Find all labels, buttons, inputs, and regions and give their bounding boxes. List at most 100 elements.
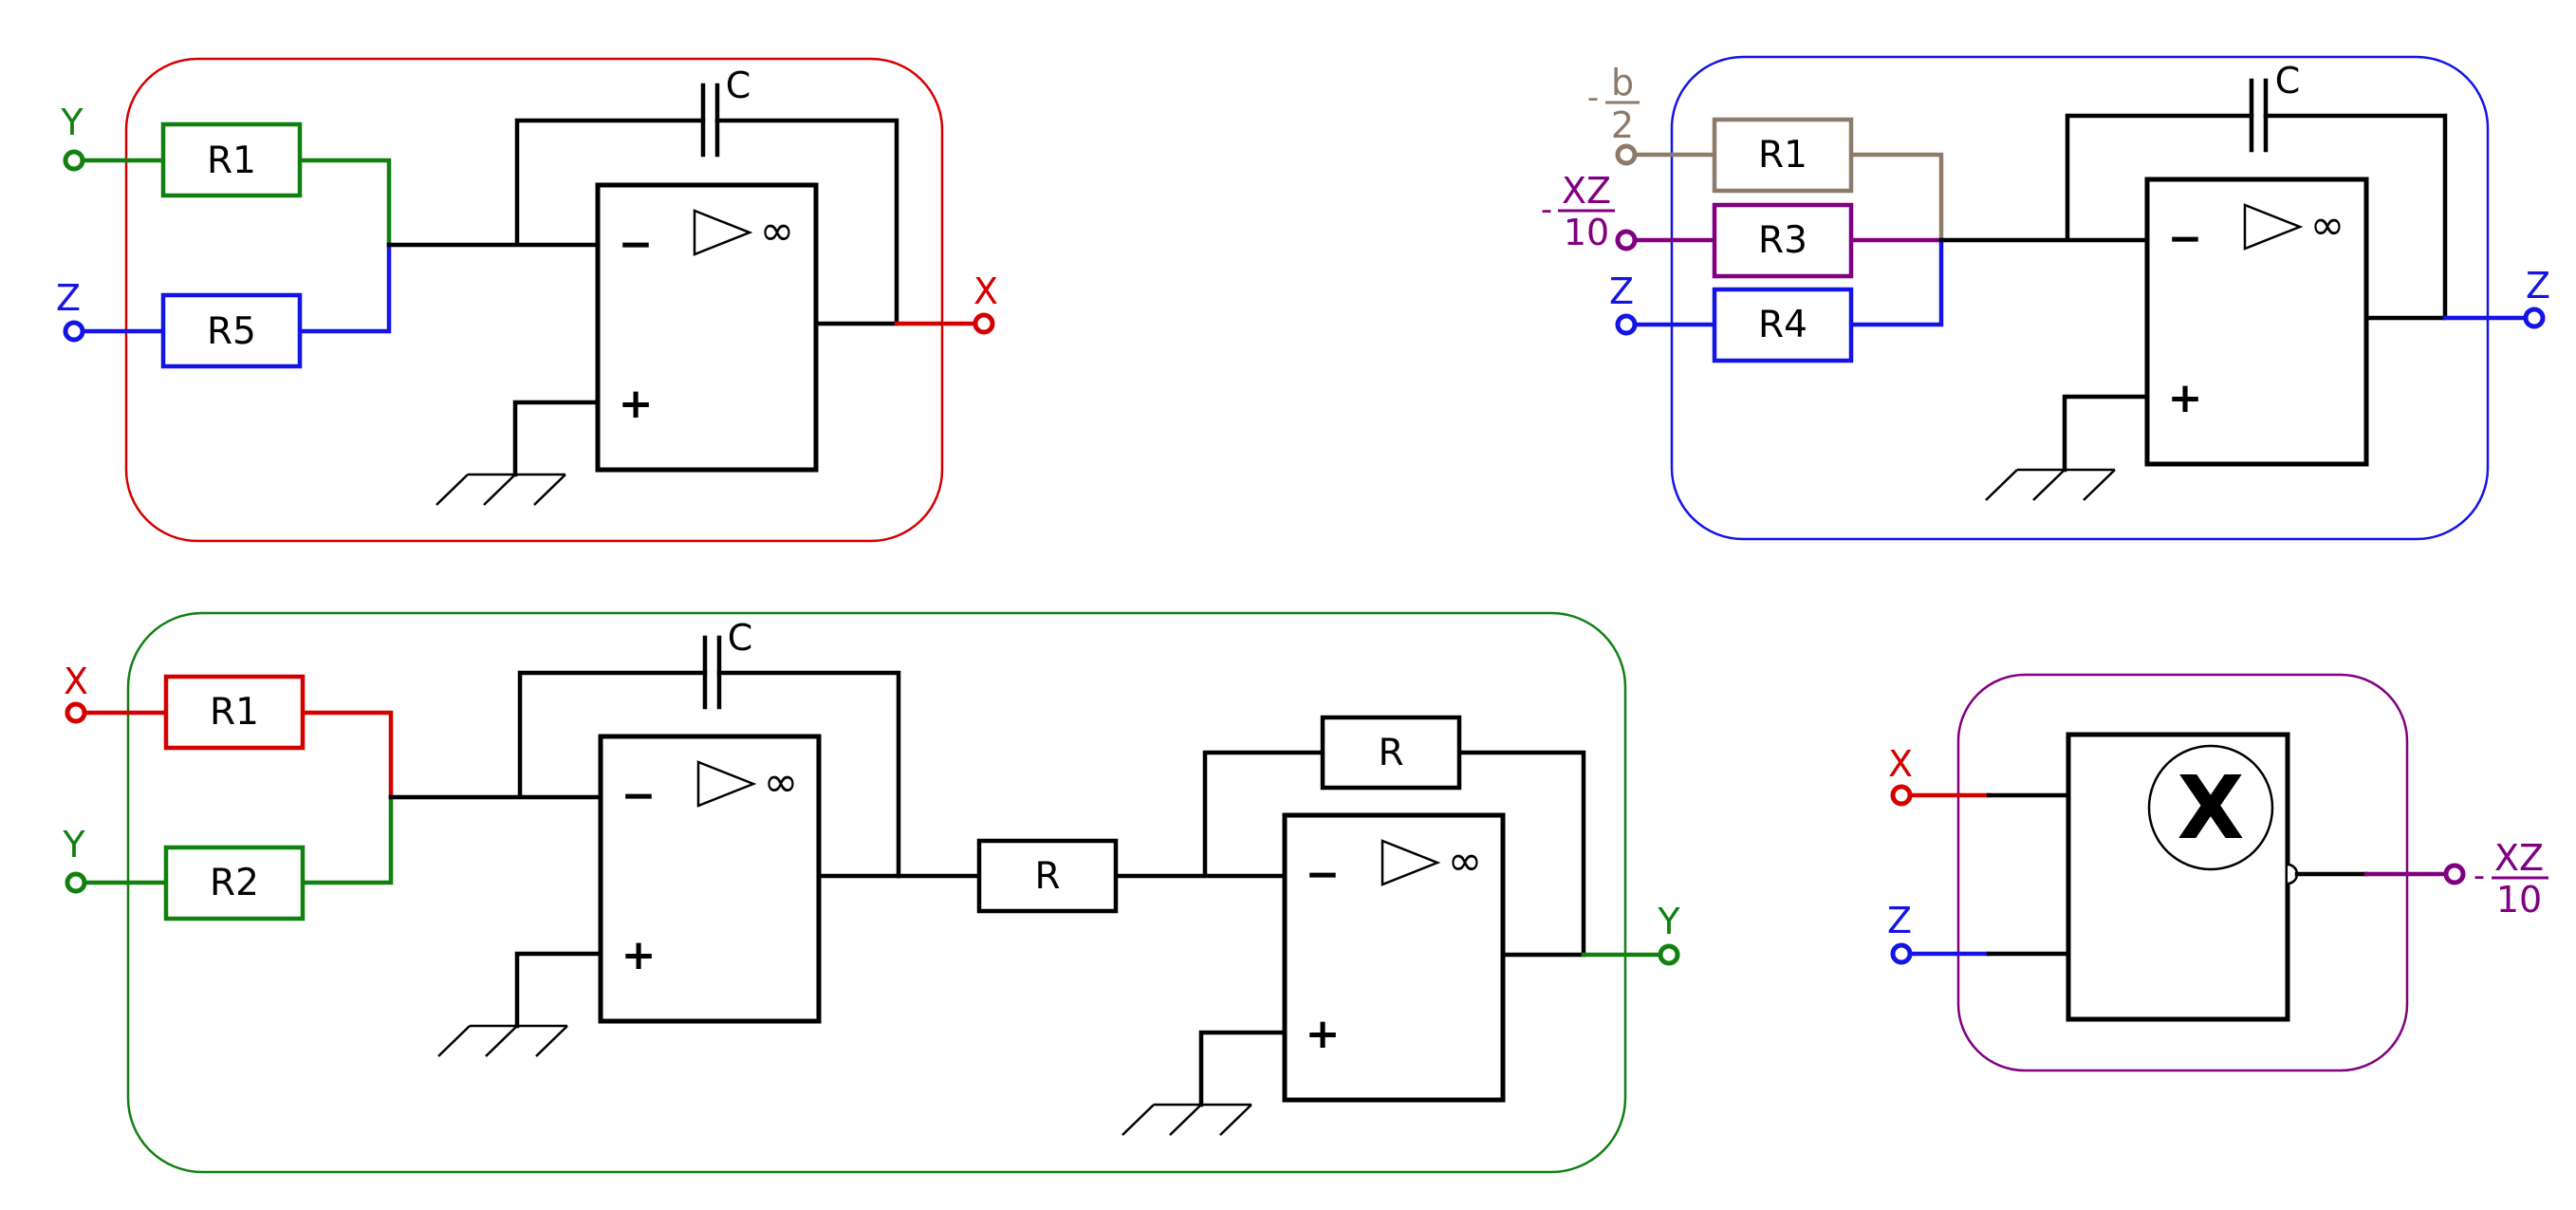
xz-neg-sign: - xyxy=(1541,191,1552,229)
inverter-resistor-label: R xyxy=(1034,855,1060,898)
r1-resistor xyxy=(160,121,303,198)
ground-1-wire xyxy=(514,951,603,1029)
y-input-label: Y xyxy=(60,102,83,143)
b-half-input-terminal[interactable] xyxy=(1615,143,1638,166)
x-input-terminal[interactable] xyxy=(65,701,87,724)
y-integrator-frame xyxy=(126,611,1627,1174)
inverter-resistor xyxy=(976,838,1119,914)
r1-resistor xyxy=(1712,117,1854,194)
z-input-label: Z xyxy=(56,277,81,319)
opamp-triangle-icon xyxy=(693,209,753,256)
r2-resistor-label: R2 xyxy=(210,862,259,904)
b-half-denominator: 2 xyxy=(1611,104,1634,146)
opamp-2-minus: − xyxy=(1306,850,1341,899)
x-integrator-block: Y R1 Z R5 C − + ∞ X xyxy=(56,57,998,543)
x-input-label: X xyxy=(1888,743,1913,785)
r1-resistor xyxy=(163,674,306,751)
z-output-label: Z xyxy=(2526,265,2550,307)
b-half-neg-sign: - xyxy=(1587,79,1599,117)
r5-resistor-label: R5 xyxy=(207,310,256,353)
z-input-label: Z xyxy=(1609,270,1634,312)
opamp-1-gain: ∞ xyxy=(764,758,799,807)
ground-icon xyxy=(1985,468,2116,501)
y-input-wire xyxy=(71,158,392,248)
multiply-circle-icon xyxy=(2147,744,2274,871)
x-output-label: X xyxy=(973,270,998,312)
z-integrator-frame xyxy=(1670,55,2490,541)
z-input-label: Z xyxy=(1887,900,1912,941)
feedback-resistor xyxy=(1320,715,1462,791)
ground-wire xyxy=(2062,394,2150,473)
z-input-wire xyxy=(71,242,392,334)
summing-wire xyxy=(386,118,899,326)
z-input-terminal[interactable] xyxy=(1615,313,1638,336)
ground-2-icon xyxy=(1121,1103,1252,1136)
ground-1-icon xyxy=(437,1024,568,1057)
capacitor-label: C xyxy=(2275,60,2301,102)
xz-output-denominator: 10 xyxy=(2496,879,2542,921)
summing-wire xyxy=(1938,113,2448,321)
multiply-symbol: X xyxy=(2178,757,2245,859)
opamp-minus: − xyxy=(2168,214,2203,263)
inverter-input-wire xyxy=(896,750,1586,958)
r1-resistor-label: R1 xyxy=(1758,134,1807,177)
r4-resistor-label: R4 xyxy=(1758,304,1807,346)
r3-resistor-label: R3 xyxy=(1758,219,1807,262)
y-input-wire xyxy=(73,794,394,885)
capacitor-label: C xyxy=(728,617,753,659)
multiplier-body xyxy=(2066,732,2290,1022)
z-output-terminal[interactable] xyxy=(2523,307,2546,329)
capacitor-c xyxy=(700,83,720,158)
xz-output-terminal[interactable] xyxy=(2443,863,2466,885)
opamp-1-minus: − xyxy=(621,772,657,820)
xz-input-terminal[interactable] xyxy=(1615,229,1638,251)
x-input-wire xyxy=(73,710,394,800)
x-output-terminal[interactable] xyxy=(973,312,995,335)
xz-output-numerator: XZ xyxy=(2494,837,2544,879)
z-input-terminal[interactable] xyxy=(63,320,85,343)
opamp-minus: − xyxy=(619,220,654,269)
y-input-terminal[interactable] xyxy=(63,149,85,172)
capacitor-label: C xyxy=(726,65,751,106)
r3-resistor xyxy=(1712,202,1854,279)
y-input-label: Y xyxy=(62,824,85,866)
y-integrator-block: X R1 Y R2 C − + ∞ R R − + ∞ Y xyxy=(62,611,1680,1174)
z-input-wire xyxy=(1623,237,1944,327)
r2-resistor xyxy=(163,845,306,921)
opamp-triangle-icon xyxy=(2243,203,2304,251)
z-input-terminal[interactable] xyxy=(1890,942,1913,965)
ground-icon xyxy=(436,473,566,506)
r4-resistor xyxy=(1712,287,1854,363)
xz-numerator: XZ xyxy=(1562,170,1611,212)
feedback-resistor-label: R xyxy=(1378,732,1403,774)
opamp-gain: ∞ xyxy=(760,207,795,255)
opamp-1-triangle-icon xyxy=(696,760,757,808)
opamp-1-plus: + xyxy=(621,931,657,979)
opamp-gain: ∞ xyxy=(2310,201,2345,250)
r1-resistor-label: R1 xyxy=(210,691,259,734)
opamp-1-body xyxy=(598,734,822,1024)
y-output-label: Y xyxy=(1657,901,1680,942)
opamp-body xyxy=(2144,177,2369,467)
r1-resistor-label: R1 xyxy=(207,140,256,182)
b-half-input-wire xyxy=(1623,152,1944,243)
capacitor-c xyxy=(702,635,722,710)
xz-output-neg-sign: - xyxy=(2474,857,2485,895)
x-input-label: X xyxy=(64,661,88,702)
xz-denominator: 10 xyxy=(1564,212,1609,253)
summing-wire xyxy=(388,670,901,879)
x-input-terminal[interactable] xyxy=(1890,784,1913,807)
y-input-terminal[interactable] xyxy=(65,871,87,894)
y-output-terminal[interactable] xyxy=(1658,943,1680,966)
opamp-2-body xyxy=(1282,812,1506,1103)
z-integrator-block: - b 2 R1 - XZ 10 R3 Z R4 C − + ∞ xyxy=(1541,55,2550,541)
x-integrator-frame xyxy=(124,57,944,543)
opamp-2-gain: ∞ xyxy=(1448,837,1483,885)
opamp-2-triangle-icon xyxy=(1381,839,1441,886)
multiplier-block: X Z X - XZ 10 xyxy=(1887,673,2548,1072)
opamp-plus: + xyxy=(619,380,654,428)
opamp-plus: + xyxy=(2168,374,2203,422)
r5-resistor xyxy=(160,292,303,369)
opamp-2-plus: + xyxy=(1306,1010,1341,1058)
